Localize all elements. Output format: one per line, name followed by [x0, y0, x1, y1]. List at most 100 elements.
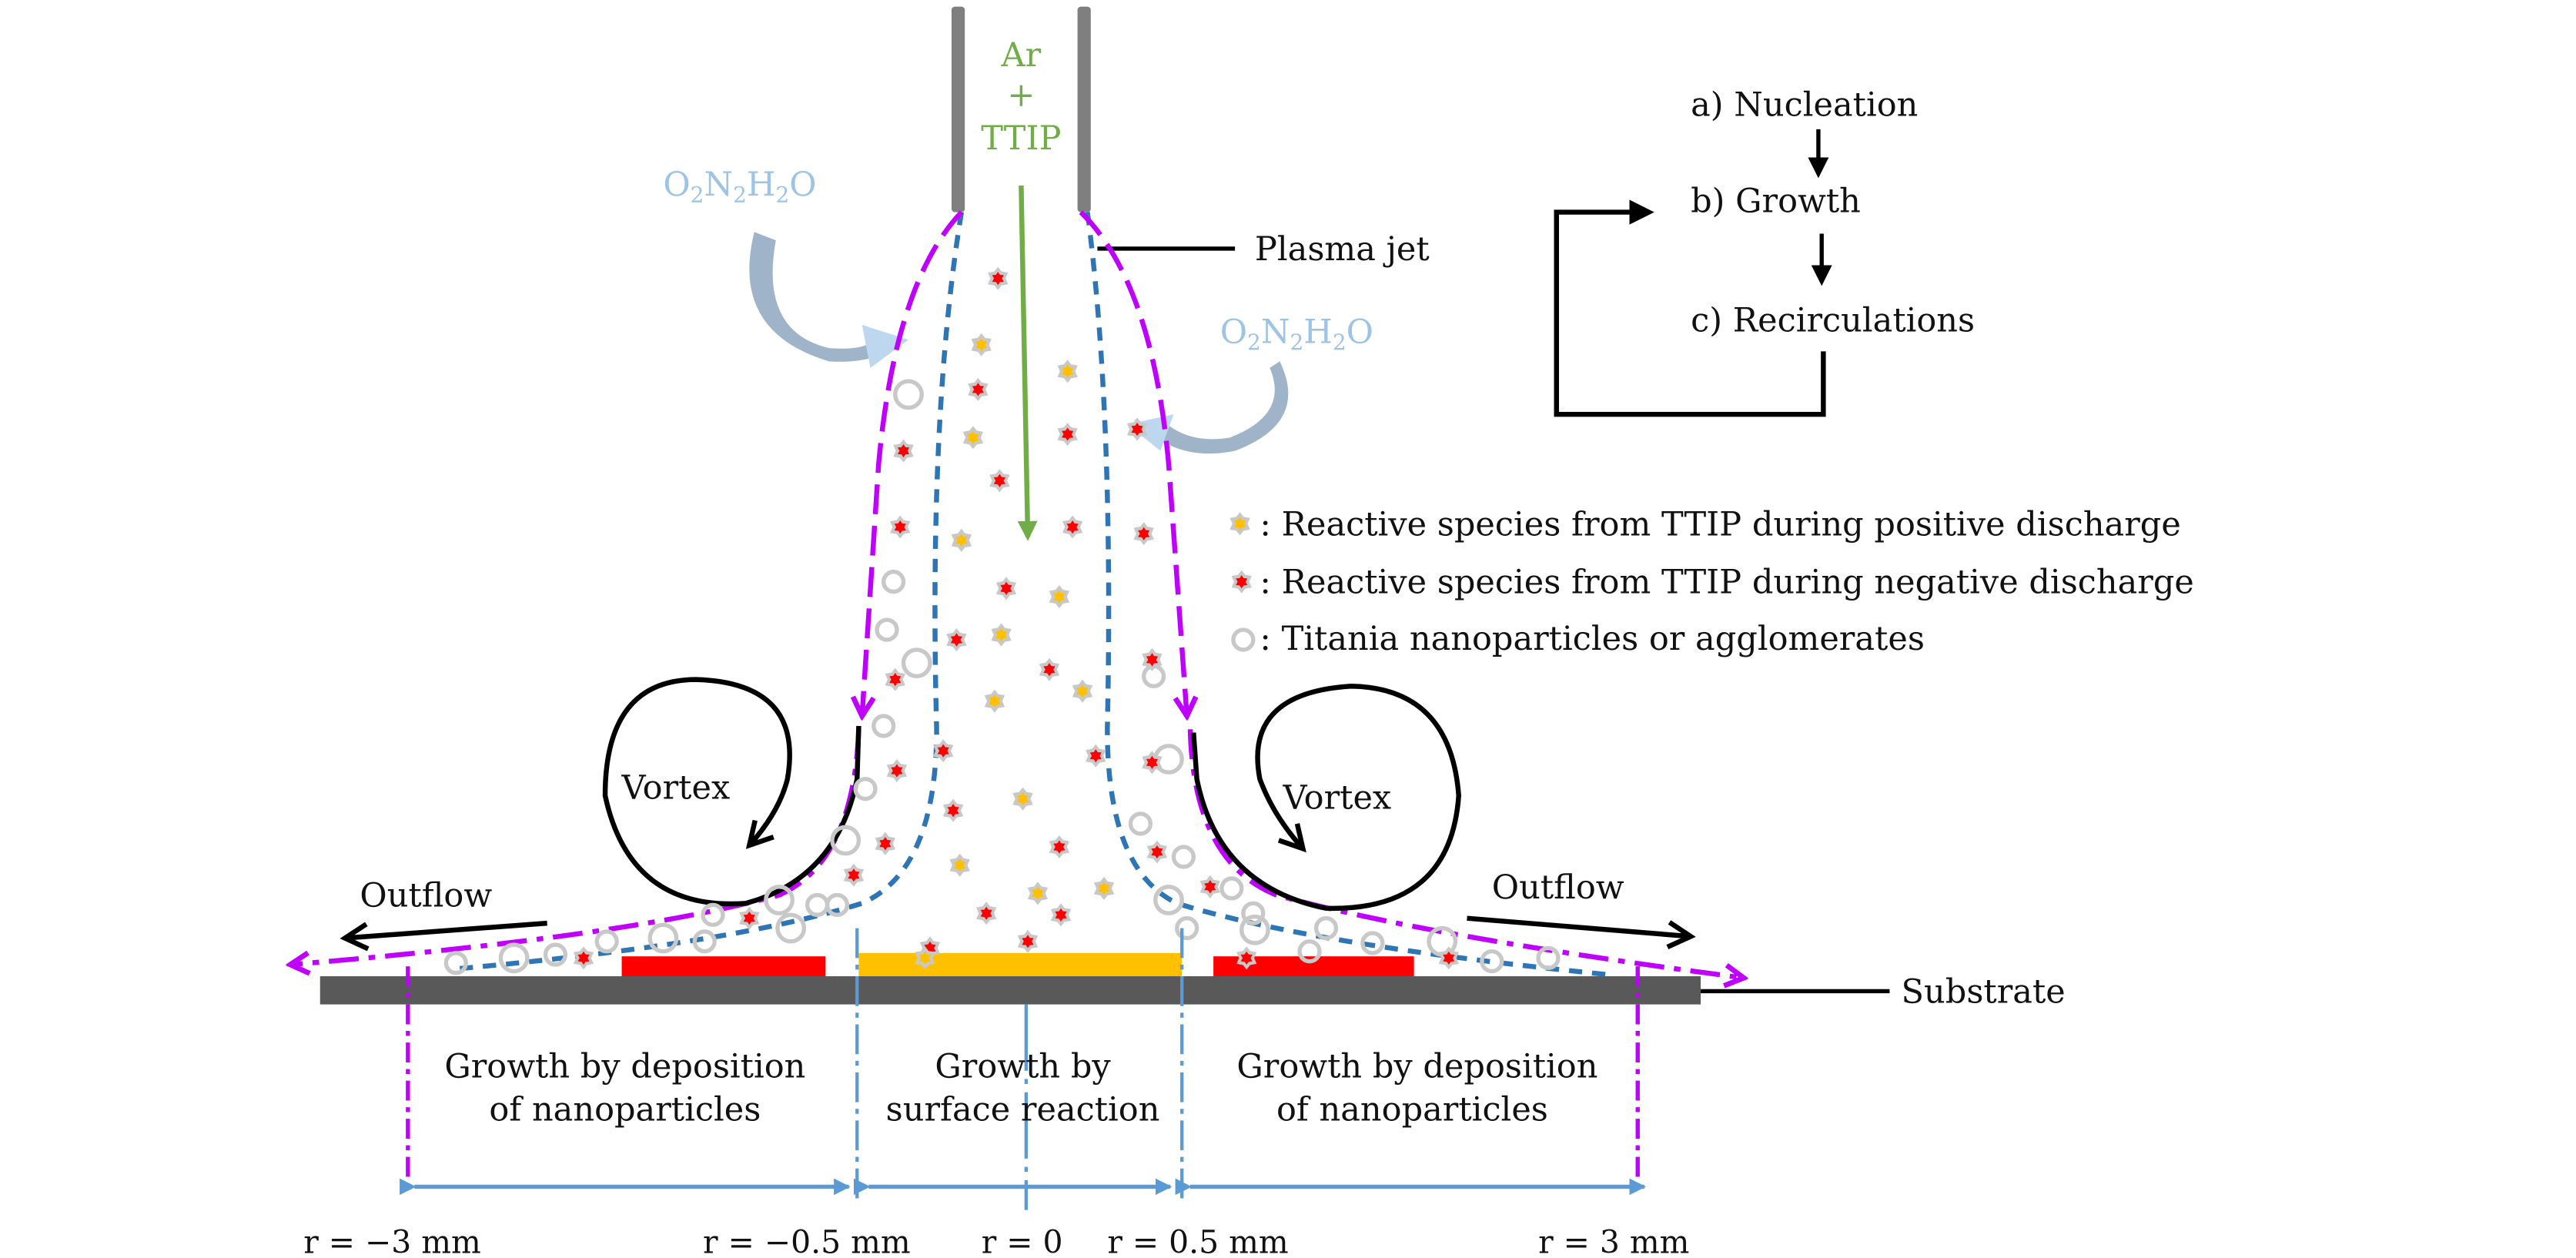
- feed-gas-ar: Ar: [1001, 36, 1042, 75]
- titania-nanoparticle: [498, 942, 530, 974]
- ambient-gas-right-arrow: [1152, 361, 1289, 454]
- substrate-label: Substrate: [1902, 972, 2066, 1011]
- ambient-gas-right-label: O2N2H2O: [1220, 313, 1373, 356]
- outflow-left-arrow: [345, 920, 547, 938]
- outer-jet-boundary-left-lower: [290, 729, 861, 965]
- ambient-gas-left-arrow: [749, 232, 904, 362]
- reactive-species-negative: [1039, 657, 1060, 681]
- titania-nanoparticle: [1313, 915, 1339, 941]
- titania-nanoparticle: [1536, 945, 1561, 970]
- reactive-species-negative: [1146, 840, 1168, 864]
- titania-nanoparticle: [1153, 885, 1184, 915]
- nanoparticle-film-left: [621, 956, 826, 977]
- reactive-species-negative: [1017, 929, 1039, 953]
- reactive-species-negative: [1049, 835, 1070, 859]
- outflow-left-label: Outflow: [360, 877, 492, 915]
- titania-nanoparticle: [1239, 914, 1270, 945]
- reactive-species-positive: [962, 426, 984, 450]
- vortex-right-loop: [1191, 684, 1461, 911]
- titania-nanoparticle: [1241, 901, 1266, 925]
- titania-nanoparticle: [853, 777, 878, 801]
- titania-nanoparticle: [1360, 931, 1385, 955]
- region-left-line2: of nanoparticles: [489, 1090, 761, 1129]
- reactive-species-negative: [933, 739, 954, 763]
- reactive-species-negative: [885, 667, 905, 691]
- nozzle-wall-left: [951, 6, 965, 212]
- reactive-species-positive: [1093, 876, 1115, 900]
- reactive-species-negative: [739, 906, 760, 930]
- titania-nanoparticle: [1297, 939, 1322, 964]
- legend-ring-icon: [1231, 627, 1256, 652]
- reactive-species-negative: [976, 902, 997, 925]
- titania-nanoparticle: [901, 647, 932, 679]
- reactive-species-negative: [1133, 522, 1154, 546]
- reactive-species-negative: [946, 627, 967, 652]
- radius-label-0: r = 0: [982, 1224, 1063, 1258]
- inner-jet-boundary-left: [447, 212, 965, 972]
- step-growth: b) Growth: [1691, 182, 1861, 221]
- particles: [443, 266, 1561, 975]
- ambient-gas-left-label: O2N2H2O: [663, 166, 816, 208]
- reactive-species-negative: [968, 377, 989, 401]
- titania-nanoparticle: [1175, 915, 1199, 941]
- titania-nanoparticle: [805, 892, 830, 918]
- step-nucleation: a) Nucleation: [1691, 86, 1918, 125]
- titania-nanoparticle: [775, 912, 807, 944]
- vortex-right-label: Vortex: [1283, 779, 1392, 818]
- feed-gas-ttip: TTIP: [981, 119, 1061, 158]
- inner-jet-boundary-right: [1085, 212, 1608, 978]
- titania-nanoparticle: [647, 922, 679, 954]
- radius-label-neg05: r = −0.5 mm: [703, 1224, 911, 1258]
- titania-nanoparticle: [1219, 876, 1244, 901]
- titania-nanoparticle: [692, 929, 717, 954]
- reactive-species-positive: [1049, 584, 1070, 609]
- region-center-line1: Growth by: [935, 1047, 1111, 1086]
- reactive-species-positive: [1027, 882, 1049, 905]
- legend: : Reactive species from TTIP during posi…: [1229, 505, 2194, 658]
- outflow-right-arrow: [1467, 915, 1691, 937]
- vortex-left-label: Vortex: [621, 769, 731, 808]
- titania-nanoparticle: [830, 825, 861, 856]
- ambient-gas-left-arrowhead: [861, 324, 909, 368]
- nozzle: [951, 6, 1091, 212]
- reactive-species-negative: [893, 439, 914, 463]
- reactive-species-negative: [995, 577, 1017, 601]
- titania-nanoparticle: [1171, 845, 1196, 869]
- reactive-species-negative: [1062, 515, 1083, 539]
- legend-item-nanoparticles: : Titania nanoparticles or agglomerates: [1260, 620, 1925, 658]
- reactive-species-negative: [1086, 744, 1106, 768]
- reactive-species-positive: [1012, 787, 1033, 811]
- outer-jet-boundary-right-lower: [1187, 729, 1744, 978]
- radius-label-pos3: r = 3 mm: [1538, 1224, 1689, 1258]
- titania-nanoparticle: [594, 929, 619, 954]
- reactive-species-negative: [875, 831, 895, 855]
- substrate: [319, 976, 1701, 1005]
- legend-item-negative: : Reactive species from TTIP during nega…: [1260, 564, 2194, 602]
- reactive-species-positive: [951, 528, 972, 552]
- reactive-species-negative: [1057, 422, 1078, 447]
- titania-nanoparticle: [875, 617, 899, 642]
- reactive-species-positive: [991, 623, 1012, 647]
- titania-nanoparticle: [1142, 664, 1166, 688]
- titania-nanoparticle: [893, 379, 924, 410]
- reactive-species-positive: [971, 333, 992, 356]
- reactive-species-negative: [988, 266, 1009, 290]
- legend-yellow-star-icon: [1229, 512, 1250, 536]
- legend-item-positive: : Reactive species from TTIP during posi…: [1260, 505, 2180, 544]
- titania-nanoparticle: [701, 902, 725, 927]
- step-recirculations: c) Recirculations: [1691, 302, 1975, 340]
- surface-reaction-film: [858, 952, 1183, 977]
- outflow-right-label: Outflow: [1492, 868, 1624, 907]
- feed-gas-plus: +: [1007, 76, 1035, 115]
- radius-label-neg3: r = −3 mm: [303, 1224, 481, 1258]
- reactive-species-negative: [1438, 946, 1459, 970]
- region-center-line2: surface reaction: [886, 1090, 1160, 1129]
- feed-gas-arrow: [1017, 186, 1038, 541]
- outer-jet-boundary-left: [862, 210, 964, 716]
- reactive-species-positive: [1057, 360, 1078, 383]
- titania-nanoparticle: [443, 951, 468, 975]
- plasma-jet-label: Plasma jet: [1255, 230, 1430, 269]
- titania-nanoparticle: [764, 885, 795, 915]
- titania-nanoparticle: [1480, 949, 1504, 974]
